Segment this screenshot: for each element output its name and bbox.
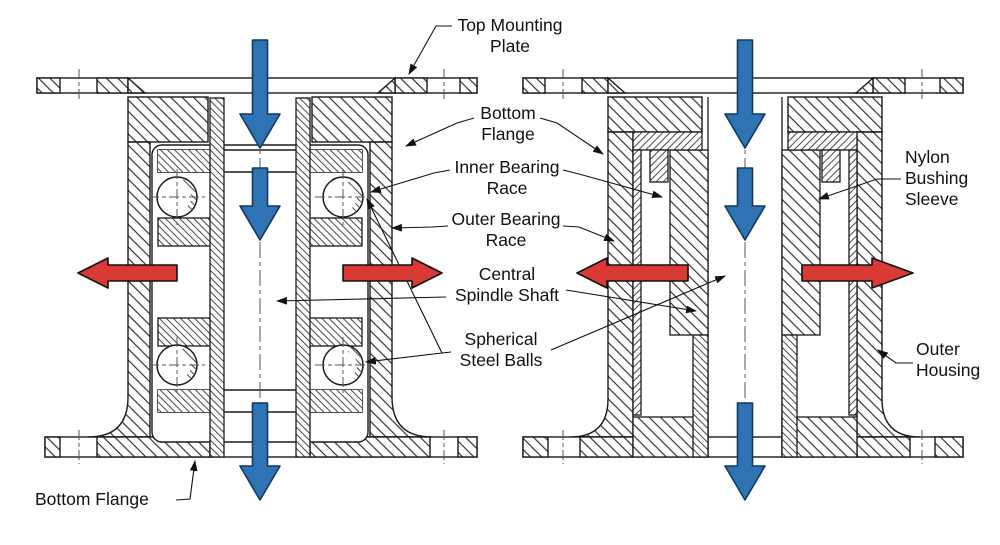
label-spherical-steel-balls: Spherical Steel Balls [459, 329, 543, 370]
leader-nylon-bushing-sleeve [817, 178, 901, 200]
leader-spindle-shaft-centerline [550, 275, 727, 351]
leader-inner-bearing-race-right [562, 169, 664, 199]
leader-outer-bearing-race-right [562, 225, 616, 242]
nylon-bushing-sleeve-shapes [632, 131, 858, 416]
label-outer-bearing-race: Outer Bearing Race [451, 209, 561, 250]
leader-inner-bearing-race-left [369, 169, 451, 193]
label-bottom-flange-lower: Bottom Flange [35, 489, 149, 509]
leader-lines [175, 25, 913, 501]
axial-load-arrow-left-bottom [239, 402, 281, 501]
radial-load-arrow-left-assembly-right [342, 257, 443, 289]
radial-load-arrow-left-assembly-left [77, 257, 178, 289]
label-nylon-bushing-sleeve: Nylon Bushing Sleeve [905, 147, 969, 209]
leader-outer-bearing-race-left [390, 223, 449, 232]
spherical-steel-balls-shapes [149, 169, 371, 393]
leader-spherical-steel-balls-bottom [364, 352, 443, 365]
label-outer-housing: Outer Housing [916, 339, 981, 380]
axial-load-arrow-right-middle [724, 167, 766, 241]
leader-outer-housing [877, 349, 913, 364]
radial-load-arrows [77, 257, 914, 289]
label-central-spindle-shaft: Central Spindle Shaft [454, 264, 560, 305]
leader-central-spindle-shaft-left [275, 296, 447, 305]
axial-load-arrows [239, 39, 766, 501]
central-spindle-shaft-right-view [669, 97, 821, 478]
leader-bottom-flange-left [404, 117, 475, 147]
label-inner-bearing-race: Inner Bearing Race [454, 157, 560, 198]
leader-central-spindle-shaft-right [565, 289, 698, 314]
radial-load-arrow-right-assembly-left [576, 257, 689, 289]
central-spindle-shaft-left-view [209, 97, 311, 478]
axial-load-arrow-right-bottom [724, 402, 766, 501]
leader-bottom-flange-right [539, 117, 604, 155]
label-top-mounting-plate: Top Mounting Plate [457, 15, 563, 56]
left-assembly-ball-bearing-view [36, 69, 478, 478]
axial-load-arrow-left-middle [239, 167, 281, 241]
axial-load-arrow-left-top [239, 39, 281, 149]
label-bottom-flange-upper: Bottom Flange [480, 103, 536, 144]
leader-top-mounting-plate [408, 25, 452, 75]
outer-housing-left-view [87, 96, 433, 438]
leader-bottom-flange-lower [175, 459, 198, 501]
radial-load-arrow-right-assembly-right [801, 257, 914, 289]
axial-load-arrow-right-top [724, 39, 766, 149]
